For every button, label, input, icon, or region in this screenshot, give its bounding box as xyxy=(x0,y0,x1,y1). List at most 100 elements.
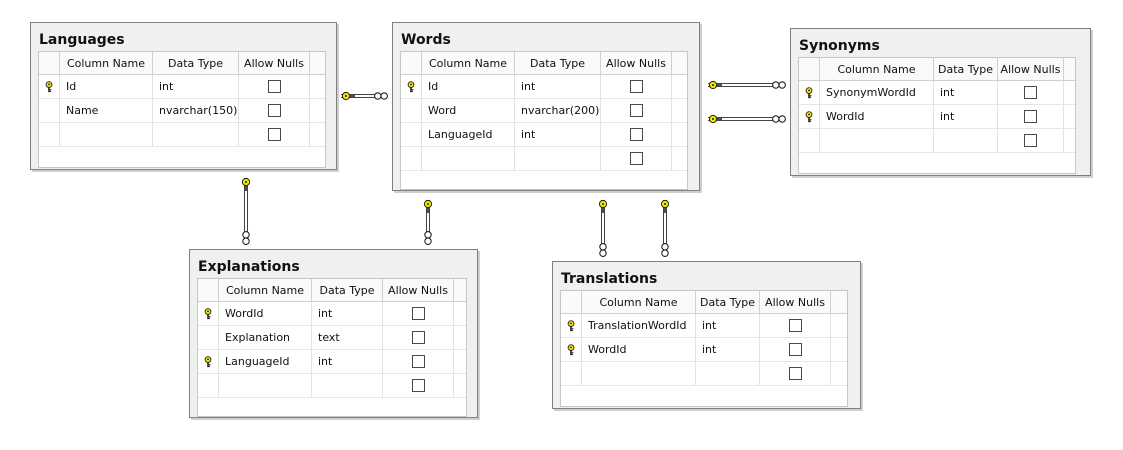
column-row[interactable] xyxy=(401,147,687,171)
relationship-languages-words[interactable] xyxy=(341,91,388,101)
data-type-cell[interactable]: nvarchar(200) xyxy=(515,99,601,122)
column-name-cell[interactable] xyxy=(820,129,934,152)
data-type-cell[interactable]: int xyxy=(312,350,383,373)
relationship-languages-explanations[interactable] xyxy=(241,177,251,245)
relationship-many-end-infinity-icon xyxy=(772,115,786,123)
column-row[interactable] xyxy=(561,362,847,386)
relationship-many-end-infinity-icon xyxy=(424,231,432,245)
allow-nulls-checkbox[interactable] xyxy=(788,367,802,380)
relationship-many-end-infinity-icon xyxy=(661,243,669,257)
data-type-cell[interactable]: int xyxy=(696,338,760,361)
column-name-cell[interactable]: Id xyxy=(60,75,153,98)
column-name-cell[interactable]: WordId xyxy=(820,105,934,128)
allow-nulls-checkbox[interactable] xyxy=(1024,134,1037,147)
allow-nulls-checkbox[interactable] xyxy=(788,319,802,332)
relationship-words-synonyms[interactable] xyxy=(708,80,786,90)
column-name-cell[interactable]: Explanation xyxy=(219,326,312,349)
data-type-cell[interactable] xyxy=(153,123,239,146)
data-type-cell[interactable] xyxy=(696,362,760,385)
column-name-cell[interactable] xyxy=(60,123,153,146)
allow-nulls-header: Allow Nulls xyxy=(760,291,831,313)
column-name-cell[interactable] xyxy=(582,362,696,385)
column-name-cell[interactable]: WordId xyxy=(219,302,312,325)
allow-nulls-checkbox[interactable] xyxy=(267,80,281,93)
relationship-one-end-key-icon xyxy=(341,91,355,101)
allow-nulls-cell xyxy=(383,374,454,397)
relationship-words-translations[interactable] xyxy=(598,199,608,257)
allow-nulls-checkbox[interactable] xyxy=(629,80,643,93)
data-type-cell[interactable]: int xyxy=(312,302,383,325)
column-name-cell[interactable]: WordId xyxy=(582,338,696,361)
column-name-cell[interactable]: Name xyxy=(60,99,153,122)
allow-nulls-checkbox[interactable] xyxy=(267,128,281,141)
allow-nulls-checkbox[interactable] xyxy=(411,307,425,320)
column-name-cell[interactable]: SynonymWordId xyxy=(820,81,934,104)
column-row[interactable] xyxy=(39,123,325,147)
allow-nulls-cell xyxy=(239,75,310,98)
data-type-cell[interactable]: text xyxy=(312,326,383,349)
primary-key-icon xyxy=(799,81,820,104)
column-name-cell[interactable]: Word xyxy=(422,99,515,122)
allow-nulls-checkbox[interactable] xyxy=(788,343,802,356)
allow-nulls-checkbox[interactable] xyxy=(1024,86,1037,99)
row-selector-header xyxy=(799,58,820,80)
relationship-many-end-infinity-icon xyxy=(374,92,388,100)
column-name-cell[interactable] xyxy=(422,147,515,170)
allow-nulls-header: Allow Nulls xyxy=(601,52,672,74)
allow-nulls-checkbox[interactable] xyxy=(411,379,425,392)
allow-nulls-checkbox[interactable] xyxy=(629,104,643,117)
data-type-cell[interactable] xyxy=(515,147,601,170)
column-name-cell[interactable]: TranslationWordId xyxy=(582,314,696,337)
data-type-header: Data Type xyxy=(934,58,998,80)
column-name-cell[interactable] xyxy=(219,374,312,397)
column-name-cell[interactable]: LanguageId xyxy=(422,123,515,146)
data-type-cell[interactable]: int xyxy=(515,123,601,146)
relationship-words-explanations[interactable] xyxy=(423,199,433,245)
data-type-cell[interactable]: int xyxy=(934,105,998,128)
data-type-cell[interactable] xyxy=(312,374,383,397)
row-selector xyxy=(401,123,422,146)
allow-nulls-checkbox[interactable] xyxy=(411,331,425,344)
row-selector xyxy=(401,99,422,122)
data-type-cell[interactable]: int xyxy=(934,81,998,104)
data-type-cell[interactable]: int xyxy=(153,75,239,98)
data-type-cell[interactable]: int xyxy=(696,314,760,337)
column-name-cell[interactable]: Id xyxy=(422,75,515,98)
data-type-cell[interactable]: int xyxy=(515,75,601,98)
relationship-words-translations[interactable] xyxy=(660,199,670,257)
column-row[interactable] xyxy=(198,374,466,398)
allow-nulls-checkbox[interactable] xyxy=(267,104,281,117)
allow-nulls-checkbox[interactable] xyxy=(411,355,425,368)
table-title: Languages xyxy=(39,32,125,48)
primary-key-icon xyxy=(561,338,582,361)
allow-nulls-checkbox[interactable] xyxy=(629,152,643,165)
allow-nulls-checkbox[interactable] xyxy=(629,128,643,141)
allow-nulls-checkbox[interactable] xyxy=(1024,110,1037,123)
data-type-header: Data Type xyxy=(312,279,383,301)
relationship-words-synonyms[interactable] xyxy=(708,114,786,124)
data-type-cell[interactable]: nvarchar(150) xyxy=(153,99,239,122)
column-name-cell[interactable]: LanguageId xyxy=(219,350,312,373)
column-row[interactable] xyxy=(799,129,1075,153)
table-title: Synonyms xyxy=(799,38,880,54)
data-type-cell[interactable] xyxy=(934,129,998,152)
